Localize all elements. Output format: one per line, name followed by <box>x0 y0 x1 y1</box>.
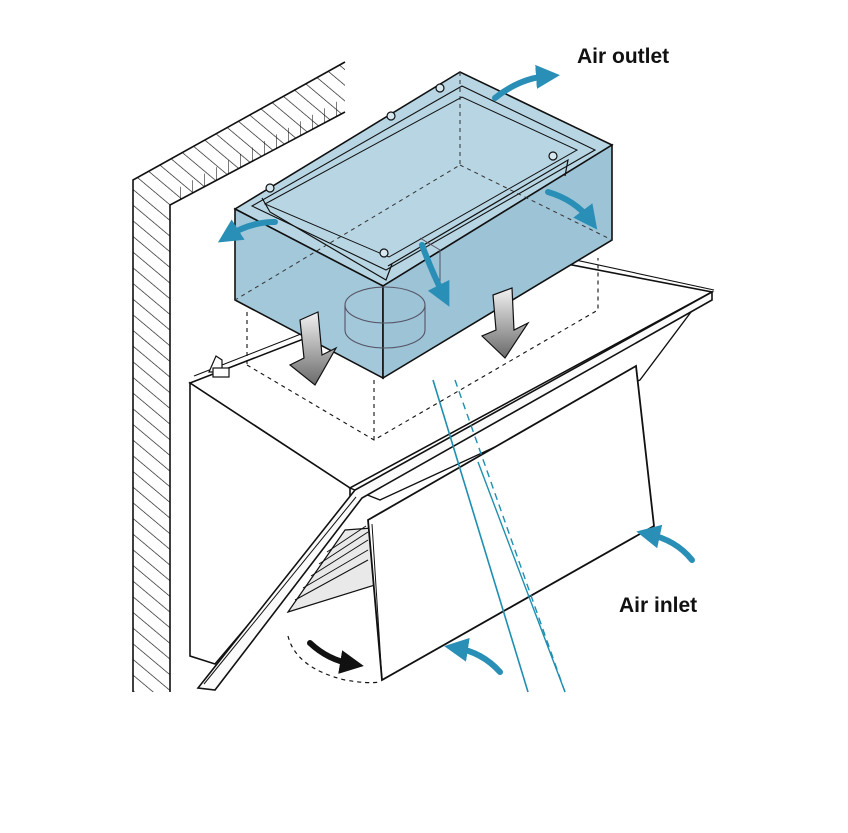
down-arrow-right-icon <box>480 287 530 359</box>
airflow-arrow-outlet-icon <box>492 64 560 101</box>
air-outlet-label: Air outlet <box>577 45 669 68</box>
glass-visor-frame-icon <box>196 290 713 691</box>
airflow-arrow-inlet-bottom-icon <box>444 637 503 675</box>
rotation-arrow-icon <box>287 635 381 684</box>
airflow-arrow-right-icon <box>545 189 598 230</box>
air-inlet-label: Air inlet <box>619 594 697 617</box>
chimney-guide-lines <box>432 379 566 693</box>
airflow-arrow-inner-icon <box>419 242 450 307</box>
airflow-arrow-left-icon <box>217 219 278 243</box>
down-arrow-left-icon <box>288 311 338 386</box>
recirculation-filter-box-icon <box>233 71 614 380</box>
airflow-arrow-inlet-right-icon <box>636 524 695 563</box>
wall-hatching-icon <box>132 61 346 692</box>
